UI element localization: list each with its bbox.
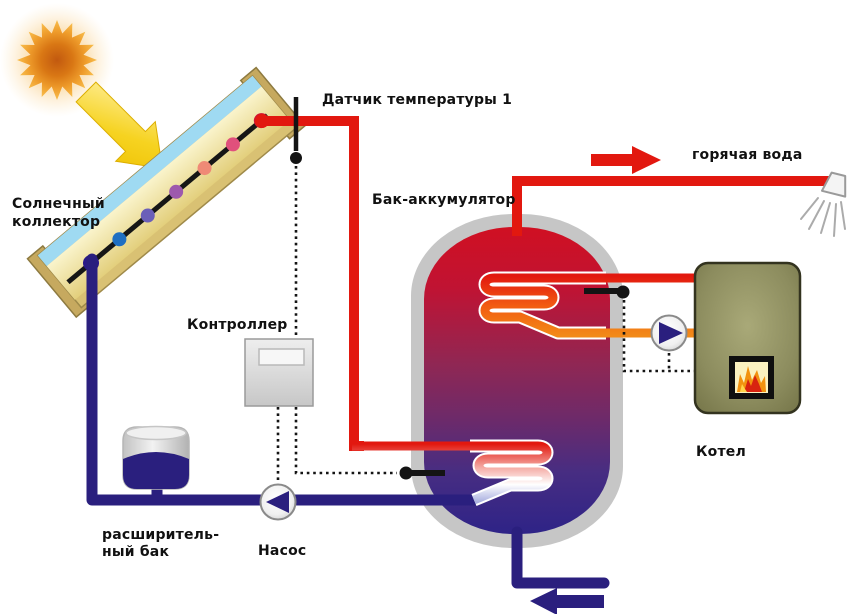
- cold-water-flow-arrow: [530, 588, 604, 614]
- upper-heat-coil: [480, 273, 700, 338]
- label-hot-water: горячая вода: [692, 147, 803, 163]
- label-expansion-tank-line1: расширитель-: [102, 527, 220, 543]
- expansion-tank-rim: [125, 425, 187, 441]
- temp-sensor-2: [584, 285, 630, 299]
- shower-icon: [800, 171, 847, 237]
- boiler-pump-icon: [650, 314, 688, 352]
- cold-water-inlet-pipe: [511, 526, 610, 589]
- collector-node: [112, 232, 127, 247]
- boiler-box: [693, 261, 802, 415]
- label-expansion-tank-line2: ный бак: [102, 544, 170, 560]
- collector-node: [140, 208, 155, 223]
- collector-outlet-fitting: [255, 114, 269, 128]
- cold-pipe-return: [86, 253, 482, 506]
- storage-tank-body: [424, 227, 610, 534]
- label-temp-sensor-1: Датчик температуры 1: [322, 92, 513, 108]
- solar-collector: [26, 66, 306, 319]
- controller-display: [258, 348, 305, 366]
- label-solar-collector-line2: коллектор: [12, 214, 101, 230]
- temp-sensor-3: [399, 466, 445, 480]
- storage-tank: [411, 214, 623, 548]
- controller-box: [244, 338, 314, 407]
- hot-water-flow-arrow: [591, 146, 661, 174]
- expansion-tank: [122, 425, 190, 490]
- collector-node: [225, 137, 240, 152]
- sun-star: [17, 20, 97, 100]
- sun-ray-arrow-icon: [75, 81, 163, 169]
- label-controller: Контроллер: [187, 317, 288, 333]
- temp-sensor-1: [290, 97, 302, 164]
- label-pump: Насос: [258, 543, 307, 559]
- hot-water-outlet-pipe: [512, 176, 832, 236]
- sun-icon: [0, 3, 114, 117]
- expansion-tank-fluid: [123, 452, 189, 489]
- shower-spray: [800, 197, 846, 237]
- control-line-sensor2-boiler: [622, 300, 698, 373]
- label-boiler: Котел: [696, 444, 746, 460]
- control-line-controller-sensor3: [294, 407, 397, 475]
- label-solar-collector-line1: Солнечный: [12, 196, 105, 212]
- shower-head: [820, 171, 847, 198]
- collector-node: [197, 161, 212, 176]
- flame-highlight-icon: [740, 384, 747, 392]
- solar-pump-icon: [259, 483, 297, 521]
- collector-node: [169, 184, 184, 199]
- collector-glass: [37, 75, 262, 267]
- pump-triangle-left: [266, 491, 289, 513]
- pump-triangle-right: [659, 322, 683, 344]
- flame-inner-icon: [744, 375, 762, 392]
- lower-heat-coil: [352, 441, 552, 505]
- label-storage-tank: Бак-аккумулятор: [372, 192, 516, 208]
